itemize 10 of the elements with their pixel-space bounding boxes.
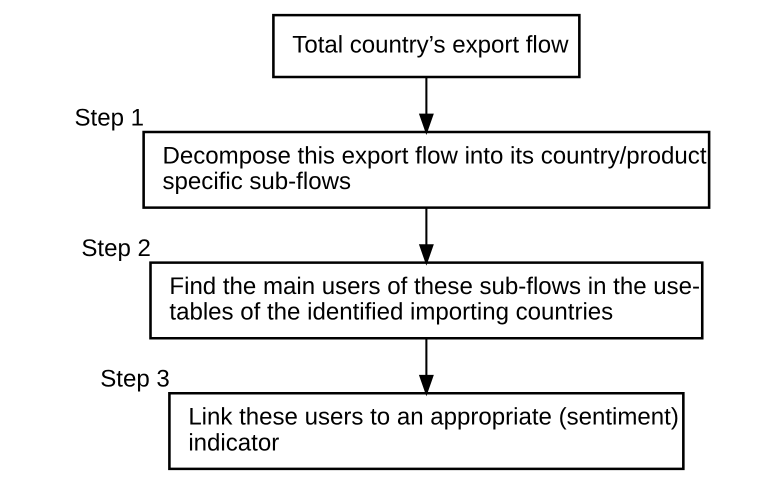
arrow bbox=[418, 338, 434, 396]
node-label: Step 2 bbox=[81, 235, 151, 262]
node-box: Total country’s export flow bbox=[272, 14, 581, 78]
node-box: Find the main users of these sub-flows in the use-tables of the identified importing countries bbox=[149, 261, 704, 340]
node-label: Step 3 bbox=[100, 366, 170, 393]
node-box: Link these users to an appropriate (sentiment) indicator bbox=[168, 392, 685, 470]
arrow bbox=[418, 78, 434, 135]
node-label: Step 1 bbox=[74, 104, 144, 132]
arrow bbox=[418, 208, 434, 266]
node-box: Decompose this export flow into its country/product specific sub-flows bbox=[142, 130, 710, 209]
